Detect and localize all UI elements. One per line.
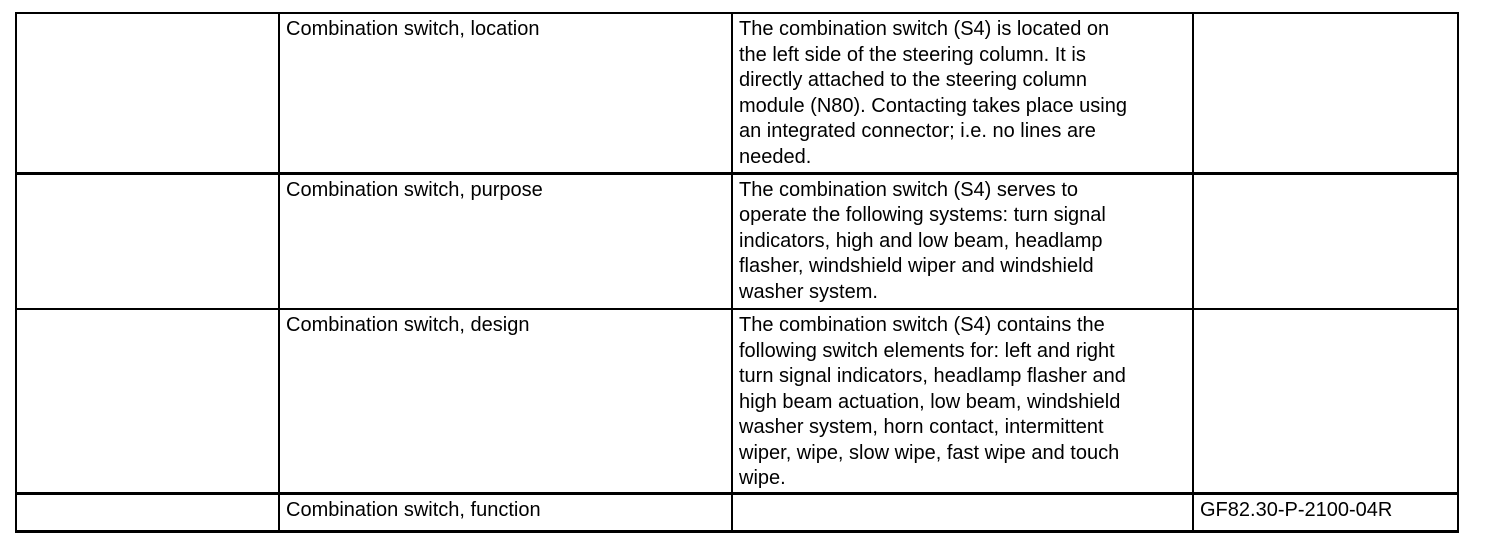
topic-cell: Combination switch, function: [278, 491, 733, 533]
description-text: The combination switch (S4) is located o…: [739, 18, 1127, 168]
description-cell: [731, 491, 1194, 533]
table-row: Combination switch, location The combina…: [15, 12, 1459, 173]
empty-cell: [15, 171, 280, 309]
document-code-cell: [1192, 12, 1459, 173]
document-table: Combination switch, location The combina…: [15, 12, 1459, 533]
description-cell: The combination switch (S4) is located o…: [731, 12, 1194, 173]
description-text: The combination switch (S4) contains the…: [739, 314, 1126, 489]
topic-cell: Combination switch, location: [278, 12, 733, 173]
document-code-cell: GF82.30-P-2100-04R: [1192, 491, 1459, 533]
description-cell: The combination switch (S4) contains the…: [731, 308, 1194, 493]
description-cell: The combination switch (S4) serves to op…: [731, 171, 1194, 309]
topic-cell: Combination switch, purpose: [278, 171, 733, 309]
empty-cell: [15, 308, 280, 493]
topic-cell: Combination switch, design: [278, 308, 733, 493]
table-row: Combination switch, purpose The combinat…: [15, 171, 1459, 309]
table-row: Combination switch, design The combinati…: [15, 308, 1459, 493]
empty-cell: [15, 491, 280, 533]
document-code-cell: [1192, 171, 1459, 309]
description-text: The combination switch (S4) serves to op…: [739, 178, 1106, 303]
empty-cell: [15, 12, 280, 173]
table-row: Combination switch, function GF82.30-P-2…: [15, 491, 1459, 533]
document-code-cell: [1192, 308, 1459, 493]
